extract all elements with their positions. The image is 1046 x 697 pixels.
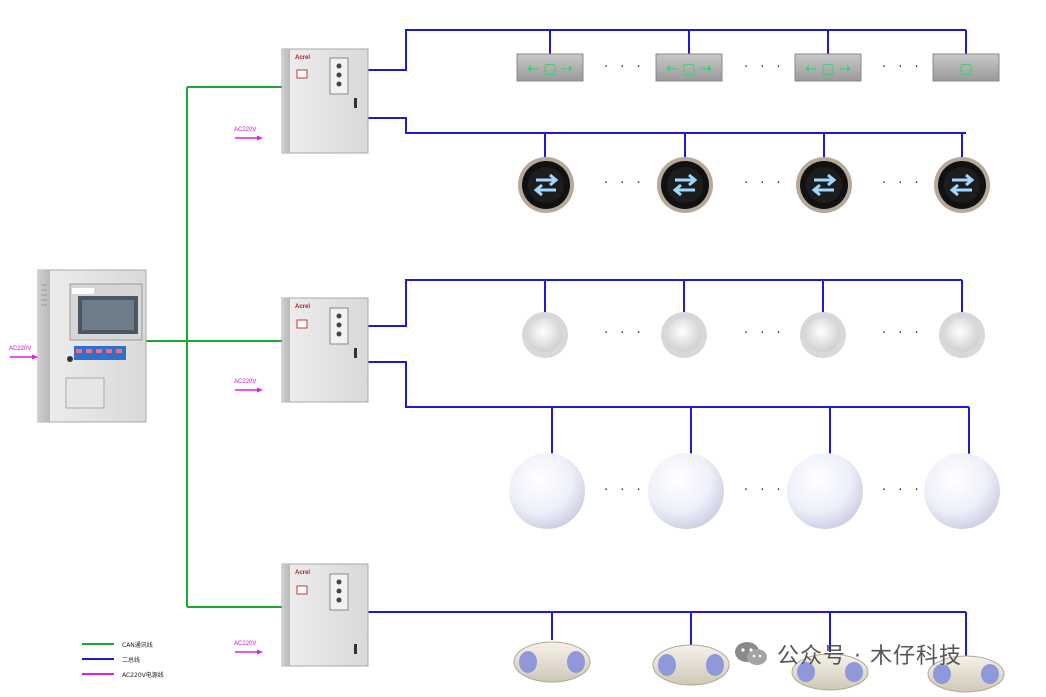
svg-text:Acrel: Acrel (295, 304, 310, 310)
floor-direction-indicator (796, 157, 852, 213)
legend-item-can: CAN通讯线 (82, 639, 153, 649)
main-control-panel (37, 269, 147, 423)
ellipsis: · · · (882, 60, 923, 75)
watermark: 公众号 · 木仔科技 (733, 638, 962, 670)
globe-light (509, 453, 585, 529)
ellipsis: · · · (604, 483, 645, 498)
svg-text:Acrel: Acrel (295, 55, 310, 61)
sub-panel-1: Acrel (281, 48, 369, 154)
floor-indicator-row (518, 157, 990, 213)
exit-sign: ▢ (932, 53, 1000, 82)
twin-head-light-row (513, 641, 1005, 693)
floor-direction-indicator (934, 157, 990, 213)
globe-light (648, 453, 724, 529)
legend-swatch (82, 643, 114, 645)
ellipsis: · · · (882, 326, 923, 341)
ellipsis: · · · (882, 483, 923, 498)
sub-panel-2-power-label: AC220V (234, 379, 257, 385)
twin-head-light (791, 653, 869, 691)
legend-swatch (82, 673, 114, 675)
sub-panel-2: Acrel (281, 297, 369, 403)
globe-light-row (509, 453, 1000, 529)
svg-text:⇠ ▢ ⇢: ⇠ ▢ ⇢ (527, 61, 573, 77)
floor-direction-indicator (657, 157, 713, 213)
legend-swatch (82, 658, 114, 660)
legend-item-power: AC220V电源线 (82, 669, 164, 679)
twin-head-light (652, 644, 730, 686)
ellipsis: · · · (744, 60, 785, 75)
sub-panel-1-power-label: AC220V (234, 127, 257, 133)
ellipsis: · · · (744, 326, 785, 341)
twin-head-light (927, 655, 1005, 693)
twin-head-light (513, 641, 591, 683)
downlight (800, 312, 846, 358)
downlight-row (522, 312, 985, 358)
exit-sign-row: ⇠ ▢ ⇢ ⇠ ▢ ⇢ ⇠ ▢ ⇢ ▢ (516, 53, 1000, 82)
exit-sign: ⇠ ▢ ⇢ (516, 53, 584, 82)
downlight (522, 312, 568, 358)
downlight (661, 312, 707, 358)
globe-light (787, 453, 863, 529)
ellipsis: · · · (604, 176, 645, 191)
main-panel-printer (65, 377, 105, 409)
watermark-text: 公众号 · 木仔科技 (777, 644, 962, 669)
legend-label: AC220V电源线 (122, 671, 164, 679)
ellipsis: · · · (744, 483, 785, 498)
ellipsis: · · · (882, 176, 923, 191)
ellipsis: · · · (744, 176, 785, 191)
downlight (939, 312, 985, 358)
svg-text:⇠ ▢ ⇢: ⇠ ▢ ⇢ (805, 61, 851, 77)
legend-label: CAN通讯线 (122, 641, 153, 649)
main-panel-power-label: AC220V (9, 346, 32, 352)
exit-sign: ⇠ ▢ ⇢ (794, 53, 862, 82)
bus-lines (368, 29, 970, 656)
sub-panel-3-power-label: AC220V (234, 641, 257, 647)
legend-item-bus: 二总线 (82, 654, 140, 664)
svg-text:Acrel: Acrel (295, 570, 310, 576)
ellipsis: · · · (604, 60, 645, 75)
svg-text:▢: ▢ (959, 61, 972, 77)
can-lines (144, 86, 282, 608)
legend-label: 二总线 (122, 656, 141, 664)
svg-text:⇠ ▢ ⇢: ⇠ ▢ ⇢ (666, 61, 712, 77)
floor-direction-indicator (518, 157, 574, 213)
globe-light (924, 453, 1000, 529)
sub-panel-3: Acrel (281, 563, 369, 667)
exit-sign: ⇠ ▢ ⇢ (655, 53, 723, 82)
power-arrows (10, 135, 263, 655)
ellipsis: · · · (604, 326, 645, 341)
wechat-icon (735, 642, 767, 665)
main-panel-lock (67, 356, 73, 362)
